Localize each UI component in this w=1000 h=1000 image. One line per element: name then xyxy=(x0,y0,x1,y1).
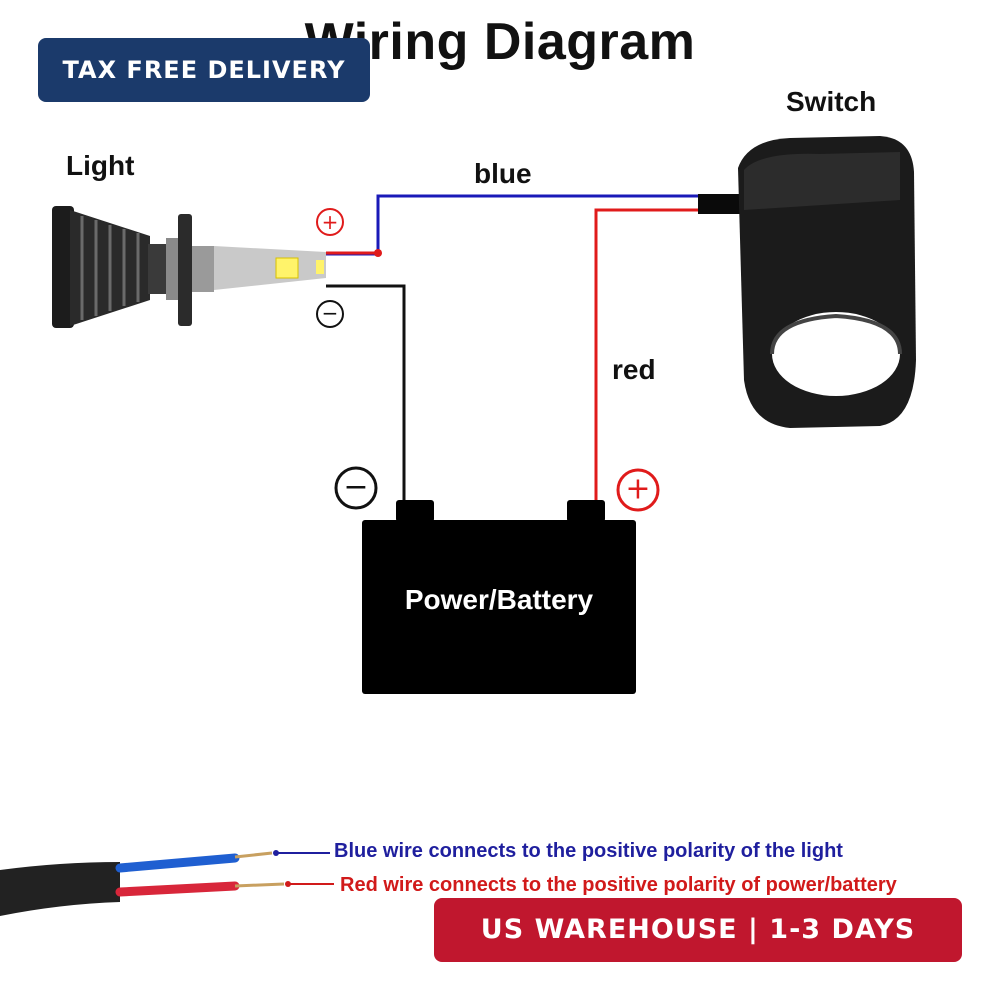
light-label: Light xyxy=(66,150,135,181)
cable-photo xyxy=(0,850,334,916)
svg-text:+: + xyxy=(322,210,339,234)
svg-text:−: − xyxy=(322,301,339,325)
us-warehouse-badge: US WAREHOUSE | 1-3 DAYS xyxy=(434,898,962,962)
red-wire-note: Red wire connects to the positive polari… xyxy=(340,874,897,896)
svg-text:−: − xyxy=(343,470,368,505)
black-wire xyxy=(326,284,406,502)
red-wire xyxy=(594,208,698,502)
battery-positive-icon: + xyxy=(616,468,660,512)
blue-wire-note: Blue wire connects to the positive polar… xyxy=(334,840,843,862)
tax-free-delivery-badge: TAX FREE DELIVERY xyxy=(38,38,370,102)
light-negative-icon: − xyxy=(316,300,344,328)
battery-positive-terminal xyxy=(567,500,605,522)
junction-dot xyxy=(374,249,382,257)
blue-wire xyxy=(326,194,698,256)
battery-negative-icon: − xyxy=(334,466,378,510)
blue-wire-label: blue xyxy=(474,158,532,189)
light-positive-icon: + xyxy=(316,208,344,236)
battery-block xyxy=(362,520,636,694)
switch-device-icon xyxy=(698,136,916,428)
red-wire-label: red xyxy=(612,354,656,385)
switch-label: Switch xyxy=(786,86,877,117)
light-bulb-icon xyxy=(52,206,326,328)
svg-text:+: + xyxy=(625,472,650,507)
battery-label: Power/Battery xyxy=(404,584,594,615)
battery-negative-terminal xyxy=(396,500,434,522)
